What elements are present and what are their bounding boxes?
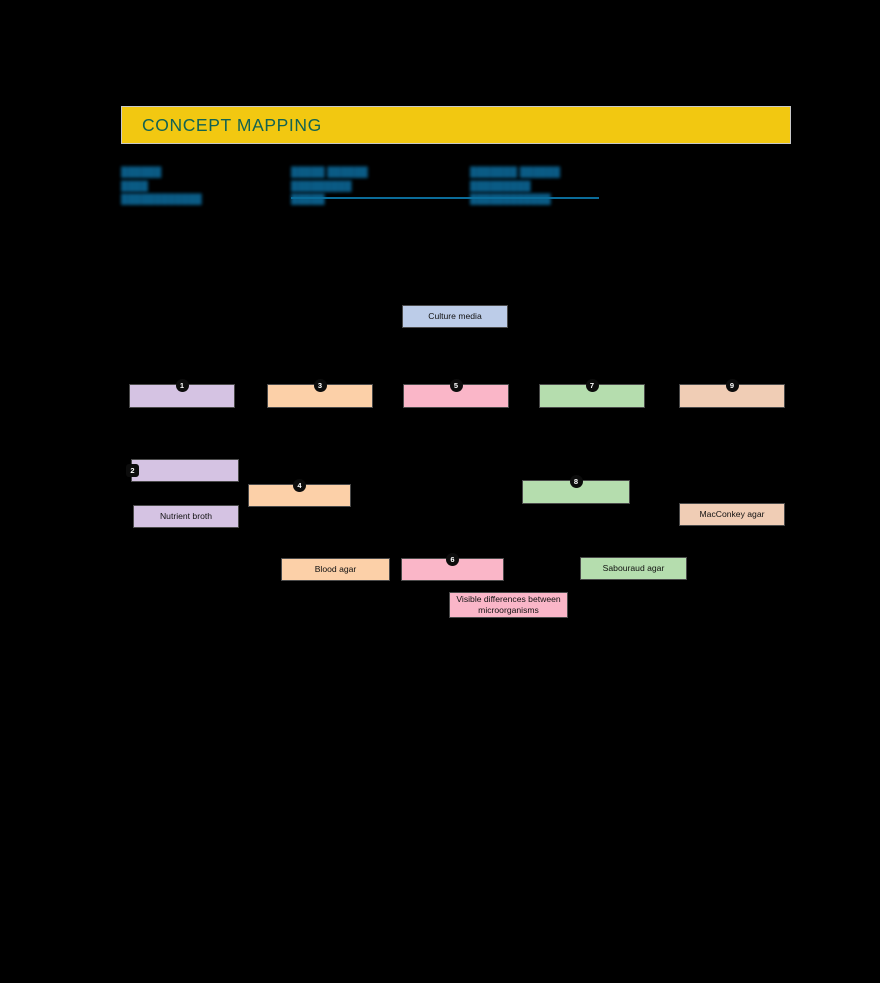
concept-node-label: Culture media (428, 311, 482, 321)
concept-node-n7[interactable]: 7 (539, 379, 645, 408)
node-number-badge: 2 (126, 464, 139, 477)
node-number-badge: 5 (449, 379, 463, 392)
word-bank-rule (469, 197, 599, 199)
concept-node-n3[interactable]: 3 (267, 379, 373, 408)
node-number-badge: 8 (569, 475, 583, 488)
node-number-badge: 4 (293, 479, 306, 492)
concept-node-label: MacConkey agar (699, 509, 765, 519)
word-bank-column-3: ███████ ██████ █████████ ████████████ (470, 166, 560, 207)
word-bank-item: ████████████ (470, 194, 551, 205)
concept-node-n6[interactable]: 6 (401, 553, 504, 581)
concept-node-sabouraud[interactable]: Sabouraud agar (580, 557, 687, 580)
word-bank-column-1: ██████ ████ ████████████ (121, 166, 202, 207)
concept-node-n2[interactable]: 2 (126, 459, 239, 482)
word-bank: ██████ ████ ████████████ █████ ██████ ██… (121, 166, 801, 218)
page-title: CONCEPT MAPPING (142, 114, 322, 135)
concept-node-n4[interactable]: 4 (248, 479, 351, 507)
concept-node-n9[interactable]: 9 (679, 379, 785, 408)
concept-node-blood[interactable]: Blood agar (281, 558, 390, 581)
concept-node-label: Nutrient broth (159, 511, 213, 521)
word-bank-item: █████████ (470, 180, 531, 192)
node-number-badge: 1 (175, 379, 189, 392)
section-header-banner: CONCEPT MAPPING (121, 106, 791, 144)
concept-node-label: Sabouraud agar (602, 563, 665, 573)
concept-node-root[interactable]: Culture media (402, 305, 508, 328)
concept-node-n8[interactable]: 8 (522, 475, 630, 504)
concept-node-n5[interactable]: 5 (403, 379, 509, 408)
node-number-badge: 3 (313, 379, 327, 392)
word-bank-column-2: █████ ██████ █████████ █████ (291, 166, 368, 207)
concept-node-label: Blood agar (314, 564, 357, 574)
node-number-badge: 6 (446, 553, 459, 566)
word-bank-item: ██████ (121, 167, 162, 178)
word-bank-item: █████ (291, 194, 325, 205)
word-bank-item: █████████ (291, 180, 352, 192)
word-bank-item: ████ (121, 180, 148, 192)
node-number-badge: 9 (725, 379, 739, 392)
concept-node-macconkey[interactable]: MacConkey agar (679, 503, 785, 526)
concept-node-visiblediff[interactable]: Visible differences between microorganis… (449, 592, 568, 618)
concept-node-label: Visible differences between microorganis… (456, 594, 561, 615)
word-bank-rule (291, 197, 499, 199)
word-bank-item: █████ ██████ (291, 167, 368, 178)
node-number-badge: 7 (585, 379, 599, 392)
word-bank-item: ████████████ (121, 194, 202, 205)
concept-node-nutrient[interactable]: Nutrient broth (133, 505, 239, 528)
word-bank-item: ███████ ██████ (470, 167, 561, 178)
concept-node-n1[interactable]: 1 (129, 379, 235, 408)
